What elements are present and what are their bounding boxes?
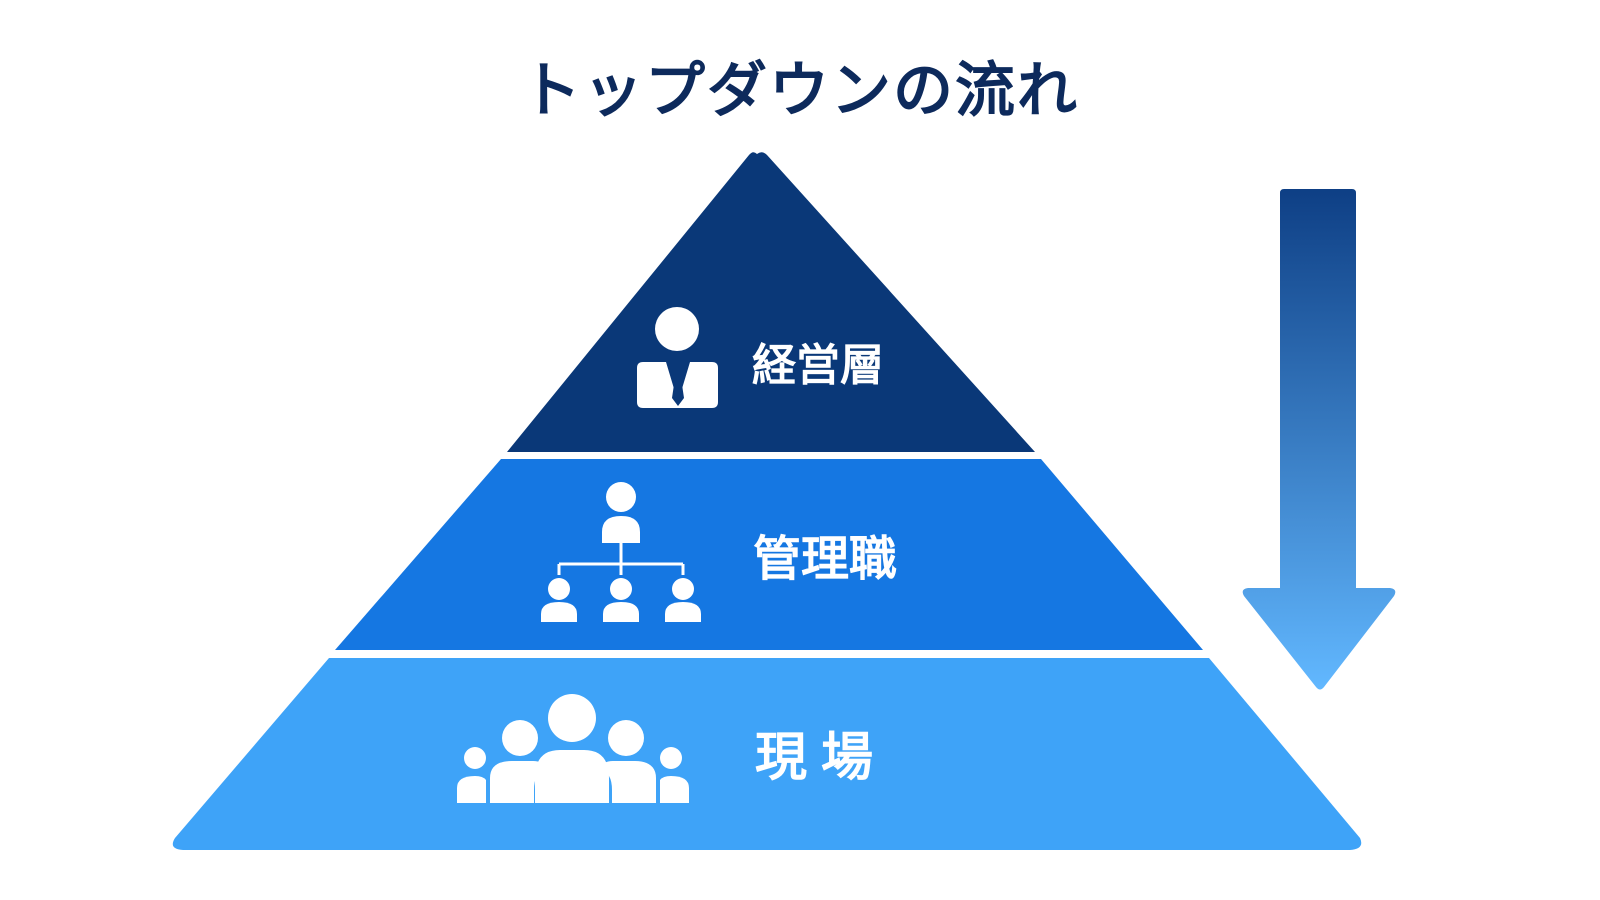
page-title: トップダウンの流れ (521, 56, 1079, 126)
tier-shape-manager (335, 459, 1203, 650)
down-arrow-icon (1242, 189, 1396, 690)
tier-label-manager: 管理職 (753, 531, 897, 587)
pyramid-tier-executive: 経営層 (507, 152, 1035, 452)
org-chart-icon (541, 482, 701, 622)
tier-shape-executive (507, 152, 1035, 452)
pyramid-tier-manager: 管理職 (335, 459, 1203, 650)
team-group-icon (457, 694, 689, 803)
executive-icon (637, 307, 718, 408)
tier-label-executive: 経営層 (752, 340, 884, 391)
down-arrow-shape (1242, 189, 1396, 690)
pyramid-tier-frontline: 現場 (172, 658, 1362, 850)
tier-label-frontline: 現場 (755, 728, 887, 788)
